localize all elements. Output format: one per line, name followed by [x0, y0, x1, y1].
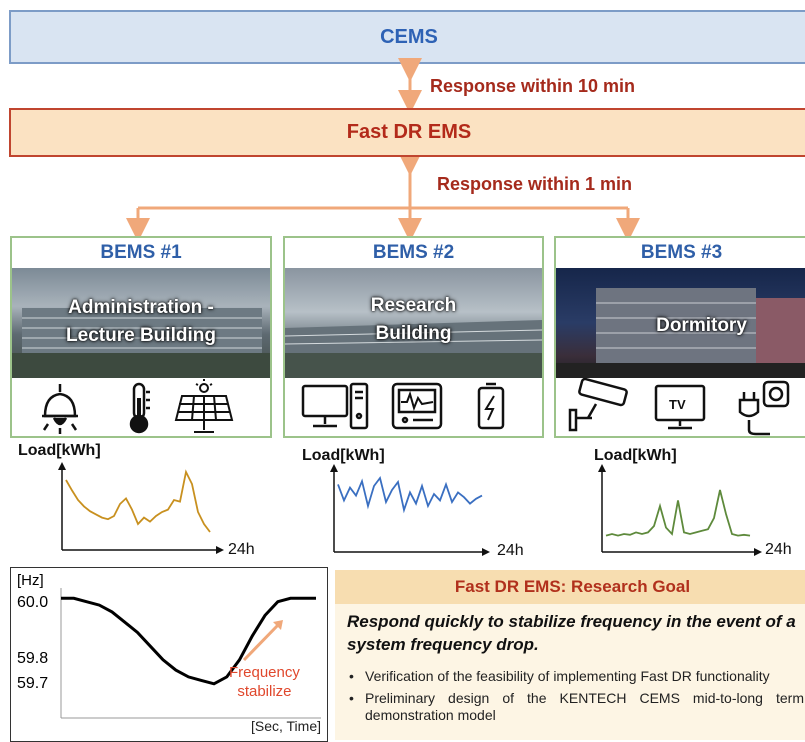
research-goal-main: Respond quickly to stabilize frequency i… [347, 612, 796, 654]
bems-3-building-photo: Dormitory [556, 268, 805, 378]
building-3-illustration [556, 288, 805, 378]
bems-2-title: BEMS #2 [372, 242, 455, 263]
bems-3-icons: TV [556, 377, 805, 436]
battery-icon [477, 382, 505, 430]
bems-3-icon-row: TV [568, 377, 790, 436]
load-chart-2-ylabel: Load[kWh] [302, 447, 385, 464]
research-goal-header: Fast DR EMS: Research Goal [335, 570, 805, 604]
response-10min-label: Response within 10 min [430, 76, 636, 96]
bems-2-icon-row [301, 382, 505, 430]
plug-socket-icon [738, 380, 790, 436]
svg-text:TV: TV [669, 397, 686, 412]
freq-xlabel: [Sec, Time] [250, 718, 321, 734]
bems-2-building-photo: Research Building [285, 268, 542, 378]
frequency-line [61, 596, 316, 686]
research-goal-panel: Fast DR EMS: Research Goal Respond quick… [335, 570, 805, 740]
load-chart-2-line [337, 475, 483, 514]
freq-tick-60-0: 60.0 [17, 594, 49, 611]
building-2-illustration [285, 320, 542, 378]
load-chart-1-line [65, 469, 211, 533]
load-chart-2-xlabel: 24h [497, 542, 524, 559]
frequency-chart-plot [60, 588, 321, 719]
bems-2-card: BEMS #2 Research Building [283, 236, 544, 438]
monitor-waveform-icon [391, 382, 443, 430]
frequency-stabilize-arrow [242, 622, 281, 662]
thermometer-icon [129, 382, 150, 434]
freq-annotation-line1: Frequency [229, 664, 300, 681]
freq-unit-label: [Hz] [17, 572, 44, 589]
research-goal-bullet-1: Verification of the feasibility of imple… [347, 668, 804, 685]
bems-1-building-photo: Administration - Lecture Building [12, 268, 270, 378]
solar-panel-icon [174, 379, 234, 433]
bems-1-card: BEMS #1 Administration - Lecture Buildin… [10, 236, 272, 438]
bems-1-building-line1: Administration - [68, 297, 214, 318]
response-1min-label: Response within 1 min [437, 174, 633, 194]
fast-dr-ems-bar: Fast DR EMS [9, 108, 805, 157]
load-chart-1 [58, 462, 224, 554]
fast-dr-ems-label: Fast DR EMS [346, 121, 472, 143]
bems-2-building-line1: Research [370, 295, 457, 316]
tv-icon: TV [654, 384, 706, 430]
load-chart-1-xlabel: 24h [228, 541, 255, 558]
cems-label: CEMS [380, 25, 438, 48]
load-chart-3-ylabel: Load[kWh] [594, 447, 677, 464]
bems-1-icons [12, 378, 270, 436]
bems-1-icon-row [42, 379, 234, 434]
bems-2-icons [285, 378, 542, 436]
bems-2-building-line2: Building [375, 323, 452, 344]
load-chart-1-ylabel: Load[kWh] [18, 442, 101, 459]
bems-3-card: BEMS #3 Dormitory TV [554, 236, 805, 438]
research-goal-bullet-2: Preliminary design of the KENTECH CEMS m… [347, 690, 804, 724]
desktop-computer-icon [301, 382, 369, 430]
research-goal-bullets: Verification of the feasibility of imple… [347, 668, 804, 729]
cems-bar: CEMS [9, 10, 805, 64]
freq-annotation: Frequency stabilize [229, 663, 300, 701]
connector-arrows [126, 58, 640, 240]
cctv-camera-icon [568, 377, 628, 432]
bems-3-title: BEMS #3 [640, 242, 723, 263]
bems-1-building-line2: Lecture Building [66, 325, 216, 346]
load-chart-3-xlabel: 24h [765, 541, 792, 558]
frequency-chart-panel: [Hz] 60.0 59.8 59.7 Frequency stabilize … [10, 567, 328, 742]
load-chart-2 [330, 464, 490, 556]
bems-3-building-line1: Dormitory [656, 315, 747, 336]
freq-annotation-line2: stabilize [237, 683, 292, 700]
load-chart-3 [598, 464, 762, 556]
building-1-illustration [12, 308, 270, 378]
load-chart-3-line [605, 489, 751, 537]
freq-tick-59-8: 59.8 [17, 650, 49, 667]
bems-1-title: BEMS #1 [100, 242, 182, 263]
ceiling-lamp-icon [42, 384, 78, 434]
freq-tick-59-7: 59.7 [17, 675, 49, 692]
